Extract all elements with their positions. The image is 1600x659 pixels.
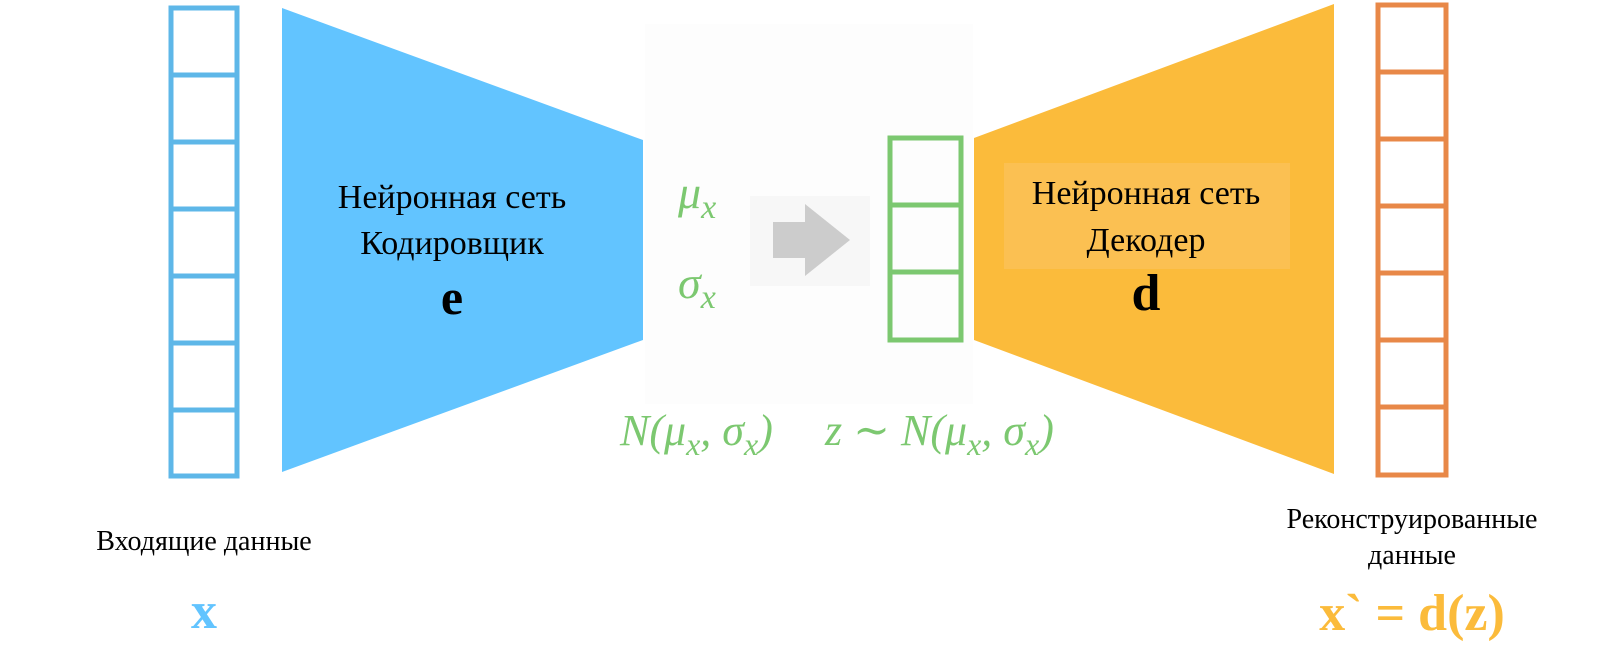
decoder-line1: Нейронная сеть — [1032, 175, 1260, 212]
output-cell — [1375, 337, 1449, 410]
decoder-symbol: d — [1132, 265, 1161, 322]
decoder-label-panel — [1004, 163, 1290, 269]
latent-cell — [887, 269, 964, 343]
input-label: Входящие данные — [96, 526, 311, 557]
output-cell — [1375, 69, 1449, 142]
input-cell — [168, 273, 240, 346]
output-cell — [1375, 404, 1449, 478]
decoder-line2: Декодер — [1087, 222, 1206, 259]
input-symbol: x — [191, 583, 217, 640]
distribution-formula: N(μx, σx) — [619, 406, 773, 462]
encoder-symbol: e — [441, 269, 463, 325]
input-cell — [168, 139, 240, 212]
output-cell — [1375, 2, 1449, 75]
sampling-formula: z ∼ N(μx, σx) — [824, 406, 1054, 462]
input-cell — [168, 407, 240, 479]
output-label-line1: Реконструированные — [1287, 504, 1538, 535]
output-vector — [1375, 2, 1449, 478]
input-cell — [168, 5, 240, 78]
output-label-line2: данные — [1368, 540, 1456, 571]
output-formula: x` = d(z) — [1319, 585, 1505, 642]
input-cell — [168, 206, 240, 279]
encoder-line2: Кодировщик — [360, 225, 544, 262]
output-cell — [1375, 136, 1449, 209]
encoder-line1: Нейронная сеть — [338, 179, 566, 216]
input-vector — [168, 5, 240, 479]
latent-vector — [887, 135, 964, 343]
output-cell — [1375, 203, 1449, 276]
sigma-label: σx — [678, 257, 716, 316]
output-cell — [1375, 270, 1449, 343]
input-cell — [168, 72, 240, 145]
arrow-right-icon — [773, 204, 850, 276]
encoder-shape — [282, 8, 643, 472]
mu-label: μx — [677, 167, 716, 226]
input-cell — [168, 340, 240, 413]
